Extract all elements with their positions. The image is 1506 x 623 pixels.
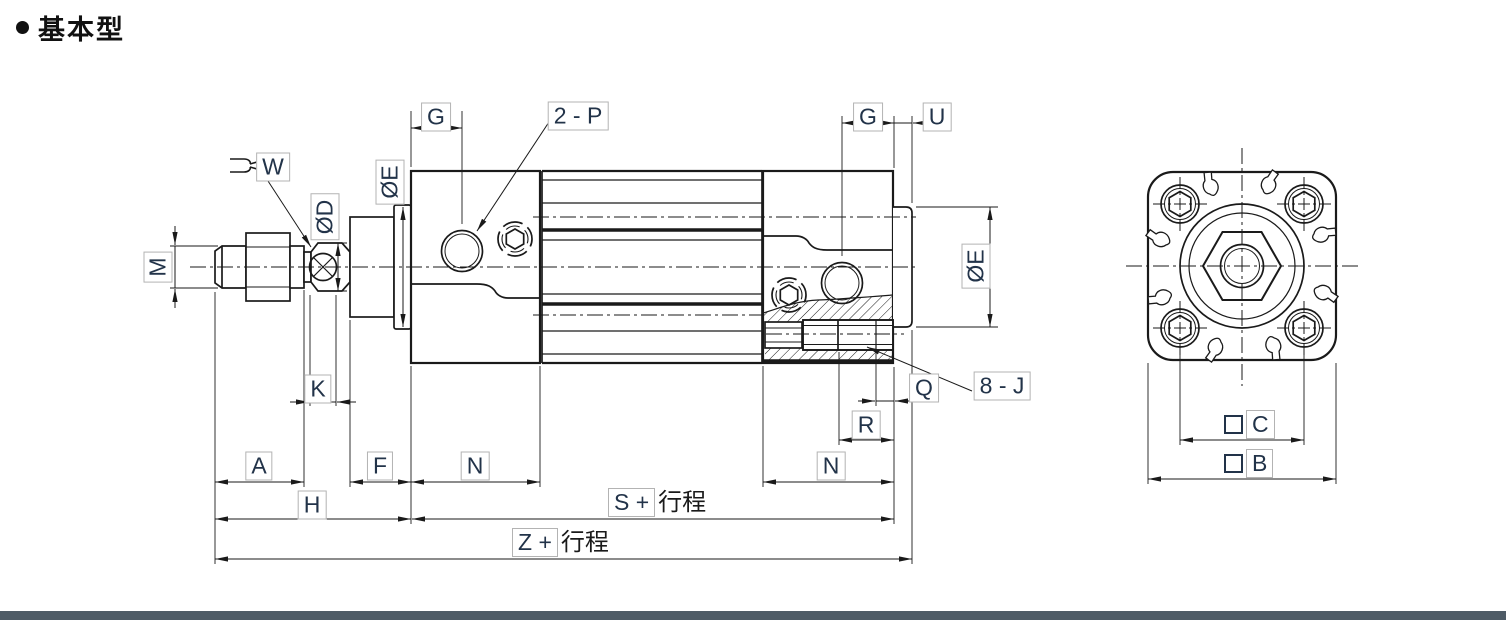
dim-label-g-rear: G <box>853 102 883 132</box>
dim-label-square-c: C <box>1224 410 1275 439</box>
dim-label-u: U <box>922 102 952 132</box>
dim-label-s: S + <box>608 488 656 517</box>
dim-label-ports-2p: 2 - P <box>547 101 609 131</box>
dim-label-oe-right: ØE <box>961 243 991 289</box>
dim-label-k: K <box>304 374 332 404</box>
square-symbol-icon <box>1224 415 1243 434</box>
section-cut <box>762 294 894 363</box>
dim-label-n-front: N <box>460 451 490 481</box>
dim-label-f: F <box>366 451 394 481</box>
square-symbol-icon <box>1224 454 1243 473</box>
stroke-word: 行程 <box>560 528 609 556</box>
dim-label-z-stroke: Z + 行程 <box>512 528 609 557</box>
dim-label-m: M <box>143 251 173 283</box>
centerlines <box>190 148 1358 386</box>
dim-label-z: Z + <box>512 528 558 557</box>
dim-label-g-front: G <box>421 102 451 132</box>
dim-label-b: B <box>1246 449 1274 478</box>
dim-label-w: W <box>256 152 290 182</box>
dim-label-q: Q <box>909 373 939 403</box>
dim-label-n-rear: N <box>816 451 846 481</box>
page-title-text: 基本型 <box>38 15 125 45</box>
dim-label-od: ØD <box>310 193 340 241</box>
dim-label-h: H <box>297 490 327 520</box>
footer-divider-bar <box>0 611 1506 620</box>
stroke-word: 行程 <box>658 488 707 516</box>
dim-label-s-stroke: S + 行程 <box>608 488 707 517</box>
dim-label-square-b: B <box>1224 449 1274 478</box>
profile-hooks <box>1144 168 1340 364</box>
dim-label-oe-left: ØE <box>375 159 405 205</box>
bullet-icon <box>16 21 29 34</box>
leader-lines <box>267 121 973 392</box>
dim-label-c: C <box>1246 410 1275 439</box>
dim-label-r: R <box>851 410 881 440</box>
page-title: 基本型 <box>16 8 125 47</box>
dim-label-a: A <box>245 451 273 481</box>
dim-label-8j: 8 - J <box>973 371 1031 401</box>
extension-lines <box>170 111 1337 564</box>
